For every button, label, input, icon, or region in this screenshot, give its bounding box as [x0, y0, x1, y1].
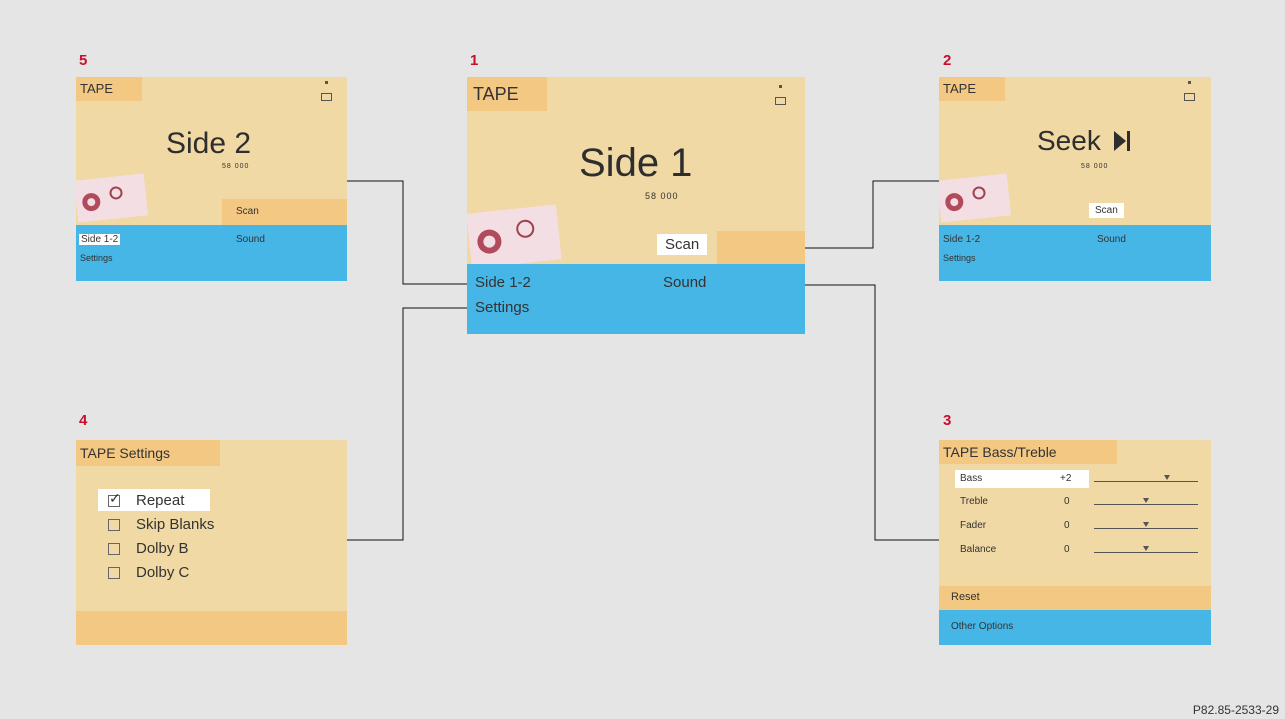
- screen-2-title: Seek: [1037, 125, 1131, 157]
- treble-slider[interactable]: [1094, 498, 1198, 507]
- cassette-icon: [939, 173, 1012, 223]
- screen-1-number: 1: [470, 52, 479, 69]
- screen-1-status-icons: [774, 85, 786, 105]
- screen-5-scan-button[interactable]: Scan: [236, 206, 259, 217]
- screen-3-number: 3: [943, 412, 952, 429]
- treble-label: Treble: [960, 496, 988, 507]
- fader-slider-handle[interactable]: [1143, 522, 1149, 527]
- bass-slider[interactable]: [1094, 475, 1198, 484]
- screen-3: TAPE Bass/Treble Bass +2 Treble 0 Fader …: [939, 440, 1211, 645]
- balance-slider[interactable]: [1094, 546, 1198, 555]
- screen-1-menu-side12[interactable]: Side 1-2: [475, 274, 531, 291]
- other-options-button[interactable]: Other Options: [951, 621, 1014, 632]
- skip-forward-icon: [1113, 131, 1130, 151]
- screen-3-reset-strip: [939, 586, 1211, 610]
- screen-2-number: 2: [943, 52, 952, 69]
- fader-value: 0: [1064, 520, 1070, 531]
- reset-button[interactable]: Reset: [951, 591, 980, 603]
- screen-2-counter: 58 000: [1081, 163, 1109, 170]
- screen-5-menu-side12[interactable]: Side 1-2: [79, 234, 121, 245]
- screen-1-menu-sound[interactable]: Sound: [663, 274, 707, 291]
- connector-4-settings: [347, 307, 471, 541]
- screen-5-number: 5: [79, 52, 88, 69]
- screen-1-title: Side 1: [579, 141, 693, 185]
- screen-5-scan-strip: [222, 199, 347, 225]
- screen-1-counter: 58 000: [645, 191, 679, 201]
- connector-scan-2: [753, 180, 939, 249]
- connector-5-side12: [347, 180, 471, 285]
- option-repeat-label[interactable]: Repeat: [136, 492, 185, 509]
- screen-2-menu-side12[interactable]: Side 1-2: [943, 234, 981, 245]
- screen-1: TAPE Side 1 58 000 Scan Side 1-2 Setting…: [467, 77, 805, 334]
- screen-1-scan-button[interactable]: Scan: [657, 234, 708, 255]
- screen-3-tag: TAPE Bass/Treble: [939, 440, 1117, 464]
- fader-slider[interactable]: [1094, 522, 1198, 531]
- option-dolby-c-label[interactable]: Dolby C: [136, 564, 190, 581]
- option-skip-blanks-label[interactable]: Skip Blanks: [136, 516, 215, 533]
- screen-2-status-icons: [1183, 81, 1195, 101]
- screen-1-menu: [467, 264, 805, 334]
- cassette-icon: [76, 173, 149, 223]
- screen-2-menu: [939, 225, 1211, 281]
- screen-3-menu: [939, 610, 1211, 645]
- balance-value: 0: [1064, 544, 1070, 555]
- figure-reference: P82.85-2533-29: [1192, 703, 1279, 717]
- screen-5: TAPE Side 2 58 000 Scan Side 1-2 Setting…: [76, 77, 347, 281]
- screen-5-title: Side 2: [166, 127, 252, 160]
- screen-4-number: 4: [79, 412, 88, 429]
- cassette-icon: [467, 204, 562, 269]
- screen-5-status-icons: [320, 81, 332, 101]
- screen-1-menu-settings[interactable]: Settings: [475, 299, 530, 316]
- screen-4-tag: TAPE Settings: [76, 440, 220, 466]
- bass-slider-handle[interactable]: [1163, 475, 1170, 480]
- screen-2: TAPE Seek 58 000 Scan Side 1-2 Settings …: [939, 77, 1211, 281]
- checkbox-repeat[interactable]: ✓: [108, 490, 121, 507]
- screen-5-menu: [76, 225, 347, 281]
- screen-1-scan-strip: [717, 231, 805, 265]
- screen-2-scan-button[interactable]: Scan: [1089, 203, 1124, 218]
- balance-slider-handle[interactable]: [1143, 546, 1149, 551]
- screen-4: TAPE Settings ✓ Repeat Skip Blanks Dolby…: [76, 440, 347, 645]
- screen-2-tag: TAPE: [939, 77, 1005, 101]
- settings-option-highlight: [98, 489, 210, 511]
- checkbox-dolby-c[interactable]: [108, 567, 120, 579]
- checkbox-dolby-b[interactable]: [108, 543, 120, 555]
- screen-4-bottom-bar: [76, 611, 347, 645]
- screen-5-menu-settings[interactable]: Settings: [80, 253, 113, 263]
- option-dolby-b-label[interactable]: Dolby B: [136, 540, 189, 557]
- bass-row-highlight: [955, 470, 1089, 488]
- screen-2-title-text: Seek: [1037, 125, 1101, 156]
- screen-2-menu-settings[interactable]: Settings: [943, 253, 976, 263]
- screen-5-counter: 58 000: [222, 163, 250, 170]
- screen-5-tag: TAPE: [76, 77, 142, 101]
- treble-value: 0: [1064, 496, 1070, 507]
- checkmark-icon: ✓: [109, 490, 121, 506]
- screen-5-menu-sound[interactable]: Sound: [236, 234, 265, 245]
- balance-label: Balance: [960, 544, 997, 555]
- bass-label: Bass: [960, 473, 983, 484]
- bass-value: +2: [1060, 473, 1072, 484]
- screen-2-menu-sound[interactable]: Sound: [1097, 234, 1126, 245]
- fader-label: Fader: [960, 520, 987, 531]
- checkbox-skip-blanks[interactable]: [108, 519, 120, 531]
- treble-slider-handle[interactable]: [1143, 498, 1149, 503]
- screen-1-tag: TAPE: [467, 77, 547, 111]
